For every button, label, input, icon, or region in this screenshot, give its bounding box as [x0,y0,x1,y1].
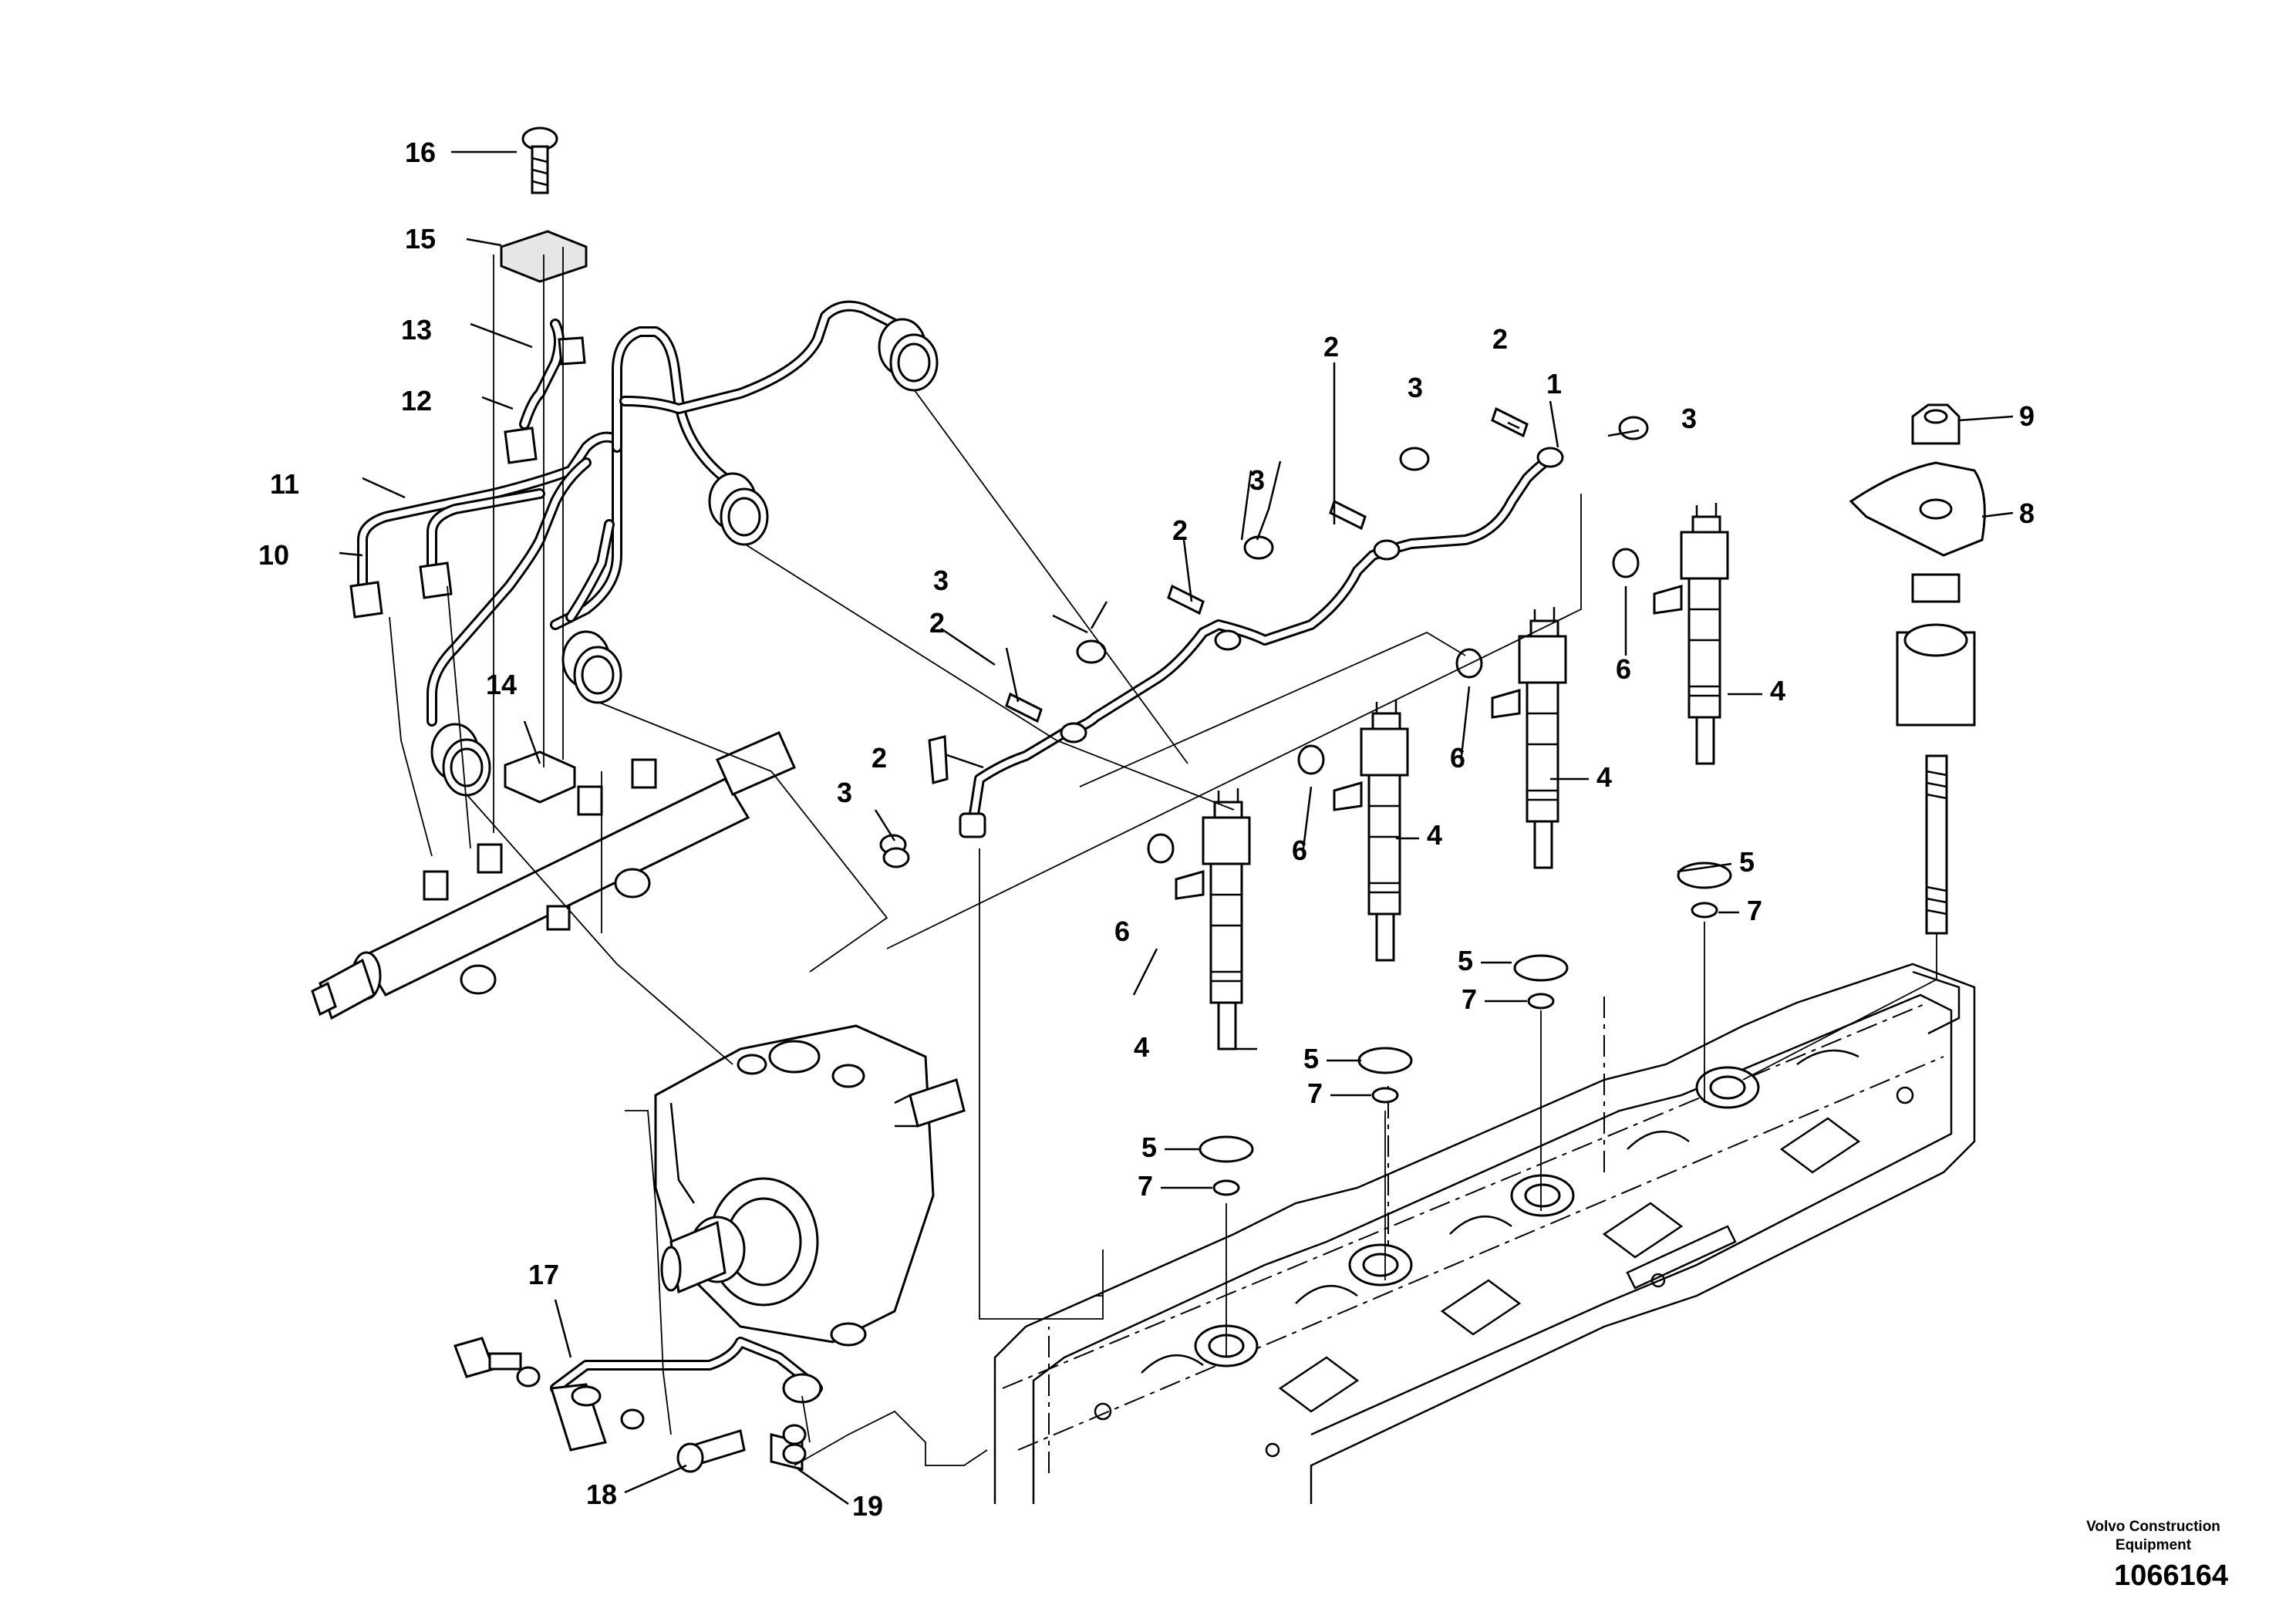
callout-2-c: 2 [1172,514,1188,546]
leader-lines [339,150,2014,1506]
callout-5-a: 5 [1739,846,1755,878]
callout-4-a: 4 [1770,675,1785,706]
callout-14: 14 [486,669,517,700]
callout-4-c: 4 [1427,819,1442,851]
return-pipe-assembly [453,1337,823,1473]
callout-5-c: 5 [1303,1043,1319,1074]
callout-4-d: 4 [1134,1031,1149,1063]
company-name-line-1: Volvo Construction [2086,1519,2220,1535]
callout-13: 13 [401,314,432,346]
drawing-number: 1066164 [2114,1560,2228,1592]
callout-11: 11 [270,468,299,500]
callout-8: 8 [2019,497,2035,529]
callout-6-c: 6 [1292,835,1307,866]
injector-2 [1333,700,1409,962]
injector-3 [1491,607,1567,869]
callout-3-a: 3 [1681,403,1697,434]
callout-3-e: 3 [837,777,852,808]
callout-7-a: 7 [1747,895,1762,926]
callout-10: 10 [258,539,289,571]
callout-7-b: 7 [1462,983,1477,1015]
assembly-lines [389,255,1937,1466]
callout-9: 9 [2019,400,2035,432]
callout-2-d: 2 [929,607,945,639]
callout-18: 18 [586,1479,617,1510]
callout-1: 1 [1546,368,1562,400]
callout-2-b: 2 [1323,331,1339,363]
injection-pipe-bundle [349,300,939,797]
callout-3-b: 3 [1408,372,1423,403]
company-name-line-2: Equipment [2115,1537,2192,1553]
callout-2-a: 2 [1492,323,1508,355]
callout-3-c: 3 [1249,464,1265,496]
callout-5-b: 5 [1458,945,1473,976]
callout-labels: 1 2 2 2 2 2 3 3 3 3 3 4 4 4 4 5 5 5 5 6 … [258,137,2035,1522]
injector-4 [1653,503,1729,765]
pipe-clamp-assembly [500,126,588,804]
callout-12: 12 [401,385,432,416]
company-name: Volvo Construction Equipment [2053,1518,2254,1555]
callout-4-b: 4 [1596,761,1612,793]
injector-seals [1147,548,1732,1196]
callout-6-d: 6 [1114,916,1130,947]
callout-7-d: 7 [1138,1170,1153,1202]
high-pressure-pump [654,1024,966,1347]
fuel-rail [311,731,796,1020]
callout-6-b: 6 [1450,742,1465,774]
leak-off-line [879,406,1649,868]
callout-6-a: 6 [1616,653,1631,685]
callout-7-c: 7 [1307,1077,1323,1109]
callout-16: 16 [405,137,436,168]
callout-19: 19 [852,1490,883,1522]
callout-5-d: 5 [1141,1131,1157,1163]
callout-15: 15 [405,223,436,255]
injector-clamp-assembly [1849,403,1986,935]
cylinder-head [993,963,1976,1504]
injector-1 [1175,788,1251,1050]
callout-17: 17 [528,1259,559,1290]
callout-2-e: 2 [872,742,887,774]
callout-3-d: 3 [933,565,949,596]
